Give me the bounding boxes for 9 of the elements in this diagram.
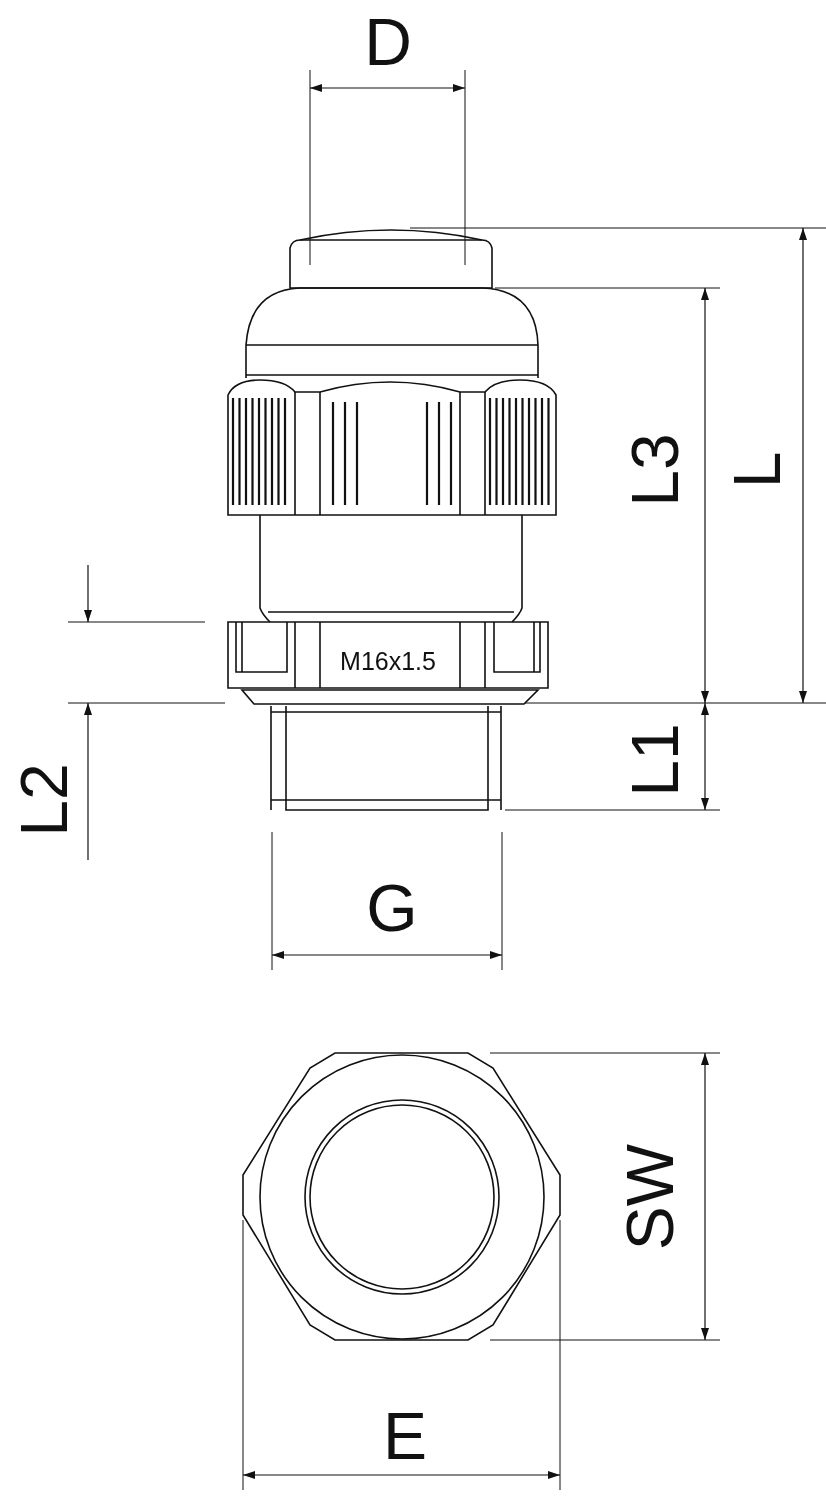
dimension-label: L3 — [622, 433, 688, 507]
dimension-label: SW — [617, 1143, 683, 1251]
dimension-label: L2 — [11, 763, 77, 837]
dimension-label: L — [724, 451, 790, 489]
dimension-label: G — [366, 875, 418, 941]
dimension-label: D — [364, 9, 412, 75]
dimension-label: L1 — [622, 723, 688, 797]
dimension-label: E — [383, 1403, 427, 1469]
thread-size-label: M16x1.5 — [340, 648, 436, 674]
